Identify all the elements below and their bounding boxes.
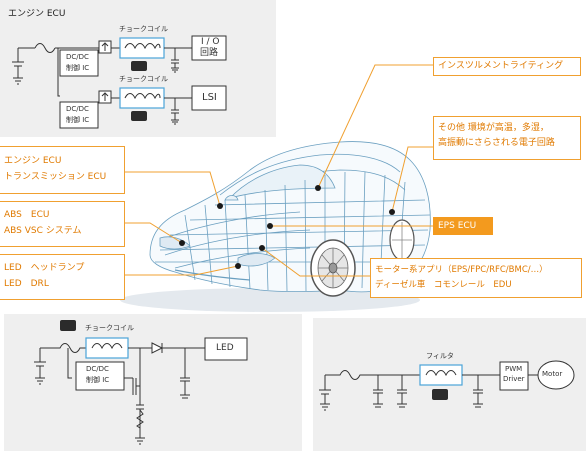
lsi-label: LSI xyxy=(202,92,217,103)
choke-coil-label-1: チョークコイル xyxy=(119,25,168,33)
engine-ecu-title: エンジン ECU xyxy=(8,9,66,19)
engine-ecu-circuit xyxy=(12,35,227,129)
callout-engine-transmission: エンジン ECU トランスミッション ECU xyxy=(0,146,125,194)
callout-motor-line2: ディーゼル車 コモンレール EDU xyxy=(375,280,512,290)
callout-eps: EPS ECU xyxy=(433,217,493,235)
choke-coil-label-2: チョークコイル xyxy=(119,75,168,83)
dcdc-ic-label-1b: 制御 IC xyxy=(66,64,90,72)
io-circuit-label-a: I / O xyxy=(201,37,220,47)
callout-harsh-environment: その他 環境が高温，多湿， 高振動にさらされる電子回路 xyxy=(433,116,581,160)
callout-instrument-lighting: インスツルメントライティング xyxy=(433,57,581,76)
filter-chip xyxy=(432,389,448,400)
motor-label: Motor xyxy=(542,370,563,378)
callout-harsh-environment-line1: その他 環境が高温，多湿， xyxy=(438,123,549,133)
callout-eps-text: EPS ECU xyxy=(438,221,477,231)
motor-driver-circuit xyxy=(319,360,575,411)
callout-led-line2: LED DRL xyxy=(4,279,49,289)
car-wireframe xyxy=(120,141,431,312)
io-circuit-label-b: 回路 xyxy=(200,48,219,58)
callout-led: LED ヘッドランプ LED DRL xyxy=(0,254,125,300)
choke-coil-chip-3 xyxy=(60,320,76,331)
callout-instrument-lighting-text: インスツルメントライティング xyxy=(438,61,564,71)
callout-engine-line2: トランスミッション ECU xyxy=(4,172,107,182)
dcdc-ic-label-2a: DC/DC xyxy=(66,105,89,113)
led-circuit-panel xyxy=(4,314,302,451)
pwm-driver-label-b: Driver xyxy=(503,375,525,383)
pwm-driver-label-a: PWM xyxy=(505,365,523,373)
callout-motor-line1: モーター系アプリ（EPS/FPC/RFC/BMC/…） xyxy=(375,265,548,275)
dcdc-ic-label-3b: 制御 IC xyxy=(86,376,110,384)
choke-coil-label-3: チョークコイル xyxy=(85,324,134,332)
dcdc-ic-label-1a: DC/DC xyxy=(66,53,89,61)
callout-motor: モーター系アプリ（EPS/FPC/RFC/BMC/…） ディーゼル車 コモンレー… xyxy=(370,258,582,298)
choke-coil-chip-2 xyxy=(131,111,147,121)
led-driver-circuit xyxy=(34,337,248,445)
dcdc-ic-label-2b: 制御 IC xyxy=(66,116,90,124)
led-label: LED xyxy=(216,343,234,353)
choke-coil-chip-1 xyxy=(131,61,147,71)
callout-abs-line2: ABS VSC システム xyxy=(4,226,82,236)
callout-led-line1: LED ヘッドランプ xyxy=(4,263,85,273)
filter-label: フィルタ xyxy=(426,352,454,360)
callout-abs-line1: ABS ECU xyxy=(4,210,50,220)
callout-abs: ABS ECU ABS VSC システム xyxy=(0,201,125,247)
callout-engine-line1: エンジン ECU xyxy=(4,156,62,166)
callout-harsh-environment-line2: 高振動にさらされる電子回路 xyxy=(438,138,555,148)
callout-leaders xyxy=(125,64,433,277)
dcdc-ic-label-3a: DC/DC xyxy=(86,365,109,373)
